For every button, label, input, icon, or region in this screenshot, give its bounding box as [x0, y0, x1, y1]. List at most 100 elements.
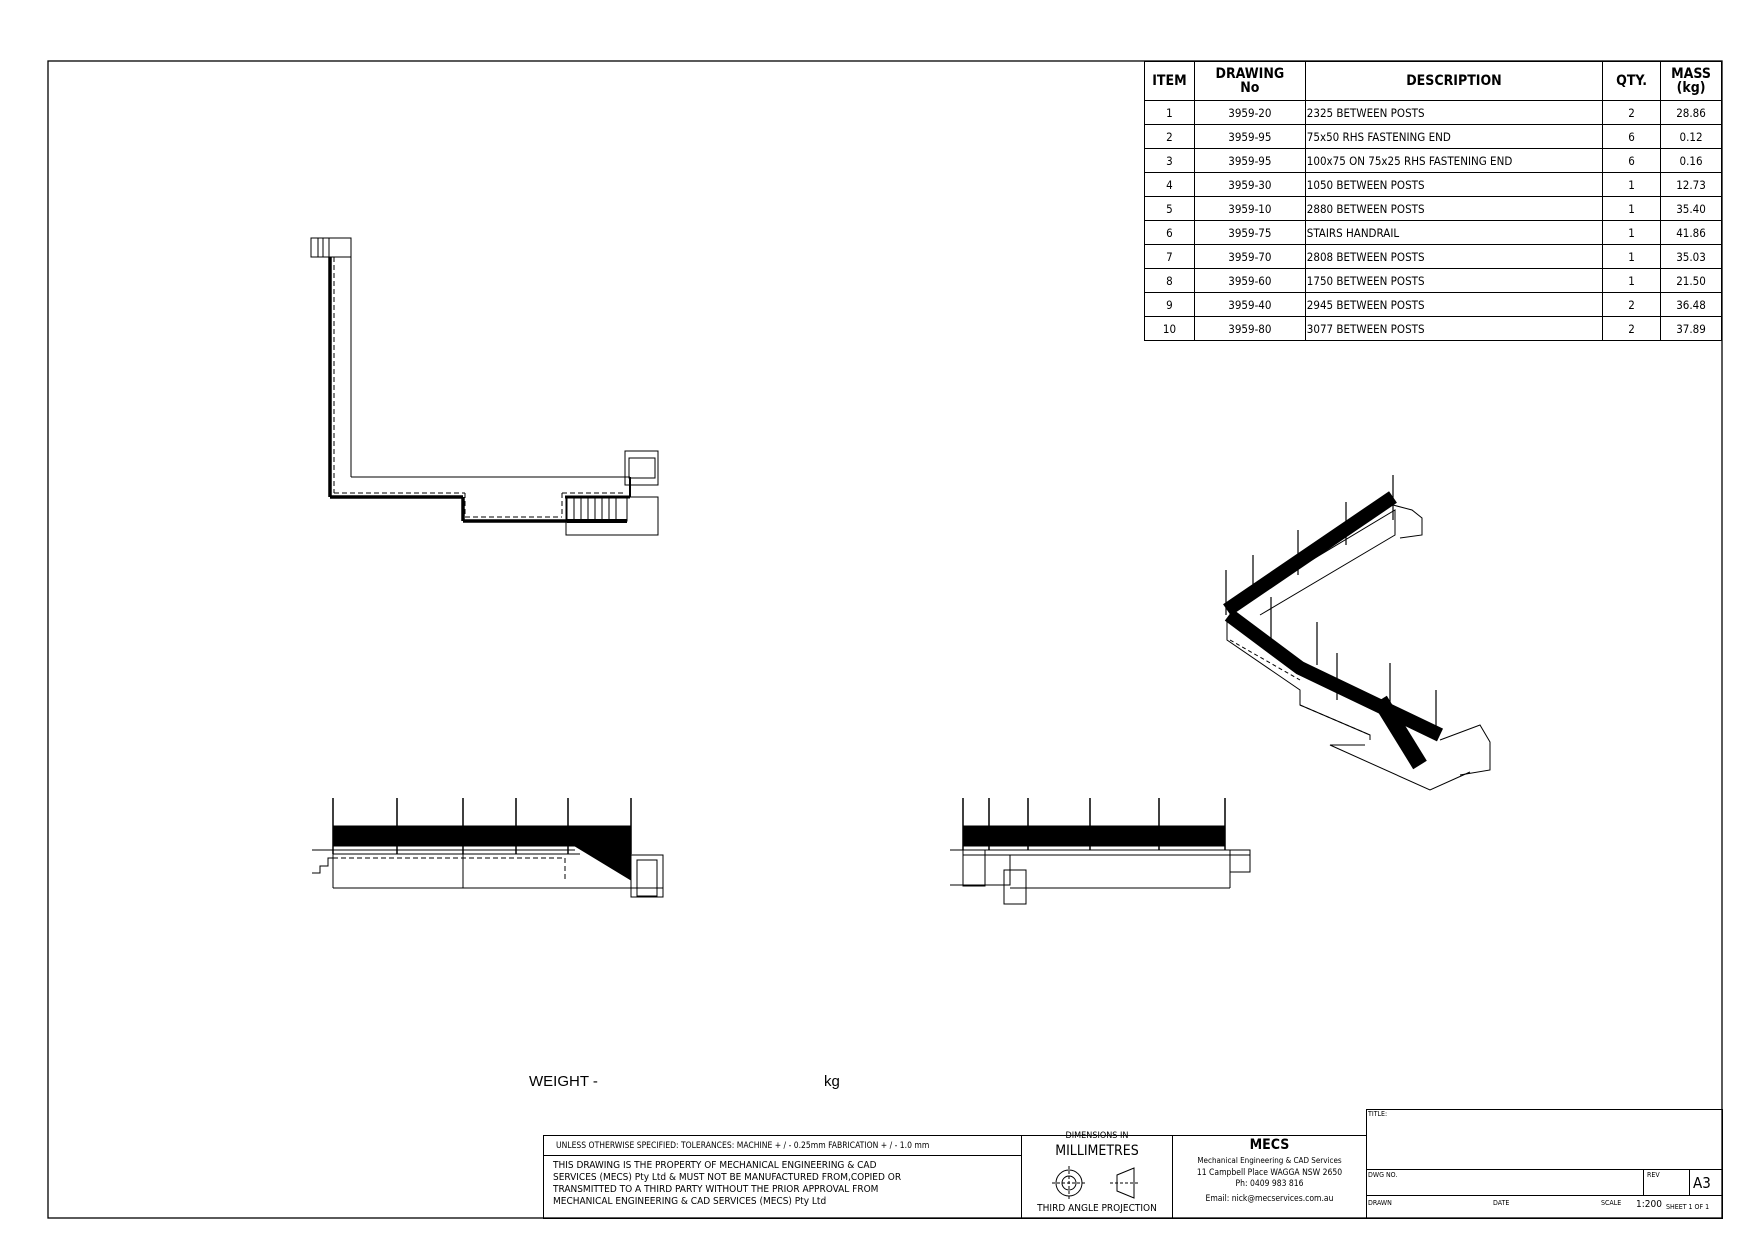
header-description: DESCRIPTION	[1304, 61, 1604, 101]
date-label: DATE	[1493, 1199, 1510, 1207]
bom-qty: 1	[1602, 220, 1662, 245]
bom-description: 2325 BETWEEN POSTS	[1304, 100, 1604, 125]
bom-description: 75x50 RHS FASTENING END	[1304, 124, 1604, 149]
isometric-view	[1223, 475, 1491, 791]
bom-mass: 37.89	[1660, 316, 1722, 341]
property-notice-line: TRANSMITTED TO A THIRD PARTY WITHOUT THE…	[553, 1184, 879, 1195]
bom-description: 2808 BETWEEN POSTS	[1304, 244, 1604, 269]
bom-drawing-no: 3959-60	[1193, 268, 1306, 293]
plan-view	[310, 237, 659, 536]
bom-item: 4	[1144, 172, 1195, 197]
bom-item: 3	[1144, 148, 1195, 173]
company-logo: MECS	[1249, 1137, 1290, 1153]
bom-description: 100x75 ON 75x25 RHS FASTENING END	[1304, 148, 1604, 173]
property-notice-line: MECHANICAL ENGINEERING & CAD SERVICES (M…	[553, 1196, 827, 1207]
bom-item: 10	[1144, 316, 1195, 341]
bom-item: 9	[1144, 292, 1195, 317]
bom-mass: 0.12	[1660, 124, 1722, 149]
sheet-number: SHEET 1 OF 1	[1666, 1203, 1710, 1211]
bom-mass: 12.73	[1660, 172, 1722, 197]
bom-mass: 35.40	[1660, 196, 1722, 221]
bom-description: 3077 BETWEEN POSTS	[1304, 316, 1604, 341]
bom-description: STAIRS HANDRAIL	[1304, 220, 1604, 245]
bom-description: 2945 BETWEEN POSTS	[1304, 292, 1604, 317]
bom-description: 1750 BETWEEN POSTS	[1304, 268, 1604, 293]
header-drawing-no-line2: No	[1240, 80, 1260, 96]
weight-label: WEIGHT -	[529, 1073, 598, 1090]
drawn-label: DRAWN	[1368, 1199, 1392, 1207]
property-notice-line: SERVICES (MECS) Pty Ltd & MUST NOT BE MA…	[553, 1172, 902, 1183]
title-box	[1366, 1109, 1723, 1219]
bom-mass: 41.86	[1660, 220, 1722, 245]
bom-qty: 6	[1602, 148, 1662, 173]
bom-item: 1	[1144, 100, 1195, 125]
sheet-size: A3	[1693, 1174, 1711, 1192]
header-mass: MASS(kg)	[1660, 61, 1722, 101]
bom-item: 7	[1144, 244, 1195, 269]
company-address: 11 Campbell Place WAGGA NSW 2650	[1196, 1168, 1343, 1178]
bom-drawing-no: 3959-95	[1193, 124, 1306, 149]
bom-drawing-no: 3959-10	[1193, 196, 1306, 221]
bom-mass: 0.16	[1660, 148, 1722, 173]
bom-drawing-no: 3959-20	[1193, 100, 1306, 125]
bom-qty: 1	[1602, 244, 1662, 269]
rev-cell	[1643, 1169, 1690, 1196]
header-mass-line2: (kg)	[1676, 80, 1706, 96]
front-elevation-view	[312, 798, 664, 898]
bom-item: 6	[1144, 220, 1195, 245]
header-mass-line1: MASS	[1671, 66, 1711, 82]
bom-item: 8	[1144, 268, 1195, 293]
projection-label: THIRD ANGLE PROJECTION	[1037, 1203, 1157, 1214]
bom-mass: 36.48	[1660, 292, 1722, 317]
bom-drawing-no: 3959-30	[1193, 172, 1306, 197]
bom-qty: 2	[1602, 316, 1662, 341]
bom-mass: 21.50	[1660, 268, 1722, 293]
bom-drawing-no: 3959-80	[1193, 316, 1306, 341]
dwg-no-row	[1366, 1169, 1723, 1196]
title-label: TITLE:	[1368, 1110, 1388, 1118]
dwg-no-label: DWG NO.	[1368, 1171, 1398, 1179]
header-qty: QTY.	[1602, 61, 1662, 101]
scale-label: SCALE	[1601, 1199, 1622, 1207]
rev-label: REV	[1647, 1171, 1660, 1179]
third-angle-projection-symbol	[1052, 1166, 1140, 1200]
bom-qty: 6	[1602, 124, 1662, 149]
bom-drawing-no: 3959-75	[1193, 220, 1306, 245]
weight-unit: kg	[824, 1073, 840, 1090]
bom-qty: 1	[1602, 268, 1662, 293]
header-item: ITEM	[1144, 61, 1195, 101]
company-email: Email: nick@mecservices.com.au	[1205, 1194, 1334, 1204]
company-phone: Ph: 0409 983 816	[1235, 1179, 1304, 1189]
bom-mass: 28.86	[1660, 100, 1722, 125]
bom-qty: 1	[1602, 172, 1662, 197]
bom-drawing-no: 3959-70	[1193, 244, 1306, 269]
bom-mass: 35.03	[1660, 244, 1722, 269]
bom-item: 2	[1144, 124, 1195, 149]
header-drawing-no-line1: DRAWING	[1215, 66, 1285, 82]
bom-qty: 1	[1602, 196, 1662, 221]
scale-value: 1:200	[1636, 1199, 1662, 1210]
bom-description: 2880 BETWEEN POSTS	[1304, 196, 1604, 221]
dimensions-in-label: DIMENSIONS IN	[1065, 1131, 1129, 1141]
bom-drawing-no: 3959-40	[1193, 292, 1306, 317]
bom-qty: 2	[1602, 100, 1662, 125]
property-notice: THIS DRAWING IS THE PROPERTY OF MECHANIC…	[553, 1160, 901, 1208]
property-notice-line: THIS DRAWING IS THE PROPERTY OF MECHANIC…	[553, 1160, 877, 1171]
bom-drawing-no: 3959-95	[1193, 148, 1306, 173]
bom-qty: 2	[1602, 292, 1662, 317]
units-label: MILLIMETRES	[1055, 1143, 1139, 1159]
